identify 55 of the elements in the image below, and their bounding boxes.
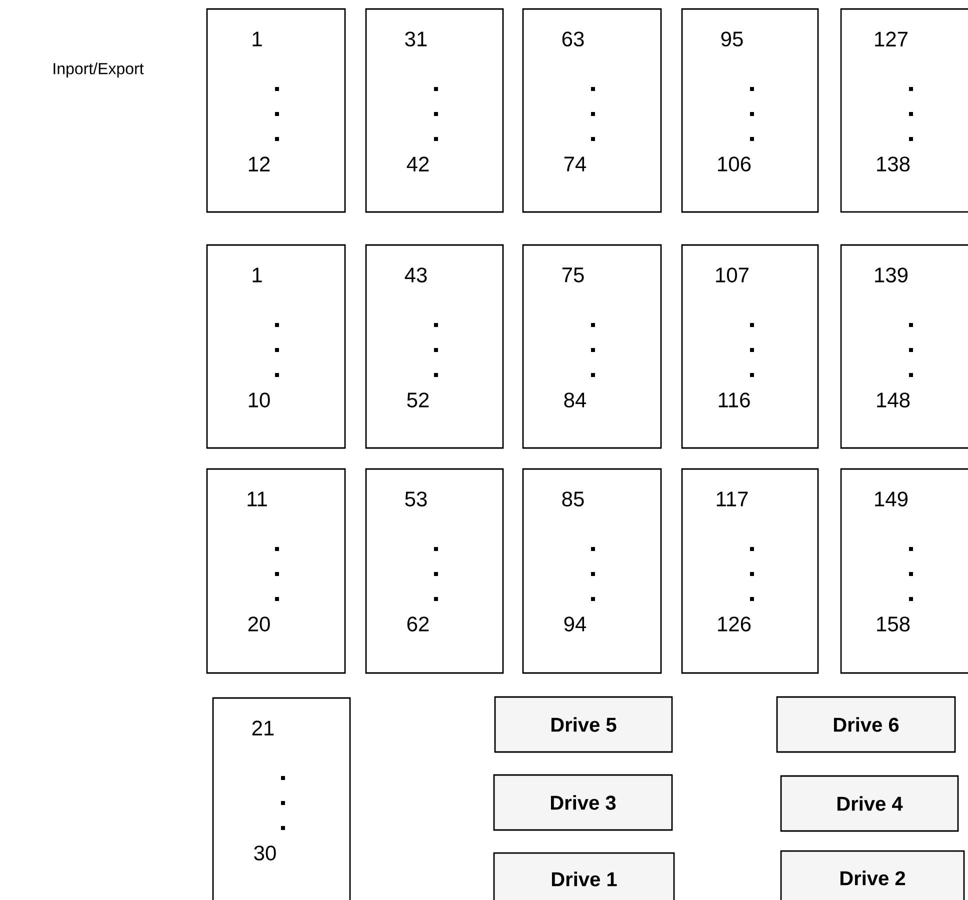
slot-number: 12 <box>248 156 270 172</box>
slot-number: 158 <box>877 616 910 632</box>
drive-box: Drive 1 <box>493 852 675 900</box>
slot-number: 75 <box>562 268 584 282</box>
slot-column <box>522 244 662 449</box>
slot-column <box>206 244 346 449</box>
side-label: Inport/Export <box>54 62 144 78</box>
slot-column <box>212 697 351 900</box>
slot-column <box>365 8 504 213</box>
drive-box: Drive 6 <box>776 696 956 753</box>
slot-number: 10 <box>248 392 270 408</box>
slot-number: 43 <box>404 268 427 282</box>
slot-number: 138 <box>877 156 910 172</box>
slot-column <box>522 468 662 674</box>
slot-number: 94 <box>564 616 586 632</box>
slot-number: 74 <box>564 156 586 172</box>
slot-number: 42 <box>406 156 429 172</box>
slot-number: 149 <box>875 492 908 506</box>
slot-column <box>840 468 968 674</box>
slot-column <box>365 468 504 674</box>
slot-column <box>840 8 968 213</box>
slot-number: 107 <box>716 268 748 282</box>
slot-number: 31 <box>405 32 427 46</box>
slot-number: 62 <box>407 616 429 632</box>
slot-number: 52 <box>407 392 429 408</box>
slot-number: 106 <box>718 156 751 172</box>
slot-number: 148 <box>877 392 910 408</box>
slot-number: 53 <box>405 492 427 506</box>
slot-column <box>206 8 346 213</box>
slot-number: 63 <box>562 32 584 46</box>
slot-column <box>681 8 819 213</box>
drive-box: Drive 2 <box>780 850 965 900</box>
slot-number: 20 <box>248 616 270 632</box>
slot-column <box>681 468 819 674</box>
drive-box: Drive 5 <box>494 696 673 753</box>
drive-box: Drive 3 <box>493 774 673 831</box>
slot-number: 116 <box>718 392 750 408</box>
slot-number: 117 <box>716 492 748 506</box>
slot-column <box>206 468 346 674</box>
slot-number: 126 <box>718 616 751 632</box>
slot-column <box>522 8 662 213</box>
slot-number: 139 <box>875 268 908 282</box>
slot-number: 21 <box>252 720 274 736</box>
slot-column <box>365 244 504 449</box>
slot-number: 1 <box>252 32 262 46</box>
slot-number: 11 <box>248 492 267 506</box>
slot-number: 85 <box>562 492 584 506</box>
slot-number: 84 <box>564 392 586 408</box>
drive-box: Drive 4 <box>780 775 959 832</box>
slot-number: 95 <box>721 32 743 46</box>
slot-column <box>681 244 819 449</box>
slot-number: 1 <box>252 268 262 282</box>
slot-number: 127 <box>875 32 908 46</box>
slot-number: 30 <box>254 846 276 860</box>
slot-column <box>840 244 968 449</box>
